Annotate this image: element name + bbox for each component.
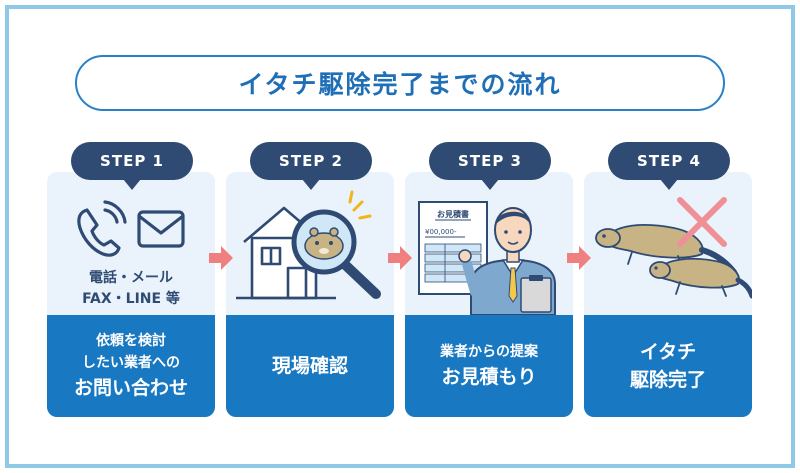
step-1-badge: STEP 1 — [71, 142, 193, 190]
step-3-label: STEP 3 — [458, 152, 522, 170]
step-1-description: 依頼を検討 したい業者への お問い合わせ — [47, 315, 215, 417]
step-3-desc-line-1: 業者からの提案 — [440, 344, 538, 360]
step-1-card: 電話・メール FAX・LINE 等 依頼を検討 したい業者への お問い合わせ — [47, 172, 215, 417]
contact-line-1: 電話・メール — [89, 270, 173, 286]
contact-line-2: FAX・LINE 等 — [82, 291, 180, 307]
step-1-desc-line-1: 依頼を検討 — [96, 333, 166, 349]
sheet-title: お見積書 — [437, 209, 469, 219]
page-title: イタチ駆除完了までの流れ — [75, 55, 725, 111]
cross-mark-icon — [677, 197, 727, 247]
arrow-right-icon — [209, 246, 233, 270]
step-4-desc-line-1: イタチ — [639, 341, 697, 363]
staff-person-icon — [458, 207, 556, 315]
page-title-text: イタチ駆除完了までの流れ — [238, 70, 562, 99]
house-magnifier-icon — [236, 190, 381, 300]
step-2-desc-line-1: 現場確認 — [271, 355, 348, 377]
step-2-label: STEP 2 — [279, 152, 343, 170]
step-1-illustration — [77, 200, 185, 257]
mail-icon — [137, 210, 185, 248]
step-4-illustration — [595, 197, 752, 299]
phone-icon — [77, 200, 127, 257]
step-3-card: お見積書 ¥00,000- — [405, 172, 573, 417]
step-4-description: イタチ 駆除完了 — [584, 315, 752, 417]
step-4-desc-line-2: 駆除完了 — [629, 369, 706, 391]
step-3-description: 業者からの提案 お見積もり — [405, 315, 573, 417]
step-1-label: STEP 1 — [100, 152, 164, 170]
arrow-right-icon — [388, 246, 412, 270]
step-1-desc-line-2: したい業者への — [82, 355, 180, 371]
step-1-desc-line-3: お問い合わせ — [73, 377, 188, 399]
step-2-description: 現場確認 — [226, 315, 394, 417]
arrow-right-icon — [567, 246, 591, 270]
step-2-card: 現場確認 — [226, 172, 394, 417]
step-4-card: イタチ 駆除完了 — [584, 172, 752, 417]
sheet-amount: ¥00,000- — [425, 228, 457, 236]
estimate-sheet-icon: お見積書 ¥00,000- — [418, 201, 488, 295]
step-4-badge: STEP 4 — [608, 142, 730, 190]
step-2-badge: STEP 2 — [250, 142, 372, 190]
step-3-illustration: お見積書 ¥00,000- — [418, 201, 556, 315]
step-3-desc-line-2: お見積もり — [441, 366, 537, 388]
step-3-badge: STEP 3 — [429, 142, 551, 190]
weasel-icon — [649, 257, 752, 299]
step-4-label: STEP 4 — [637, 152, 701, 170]
